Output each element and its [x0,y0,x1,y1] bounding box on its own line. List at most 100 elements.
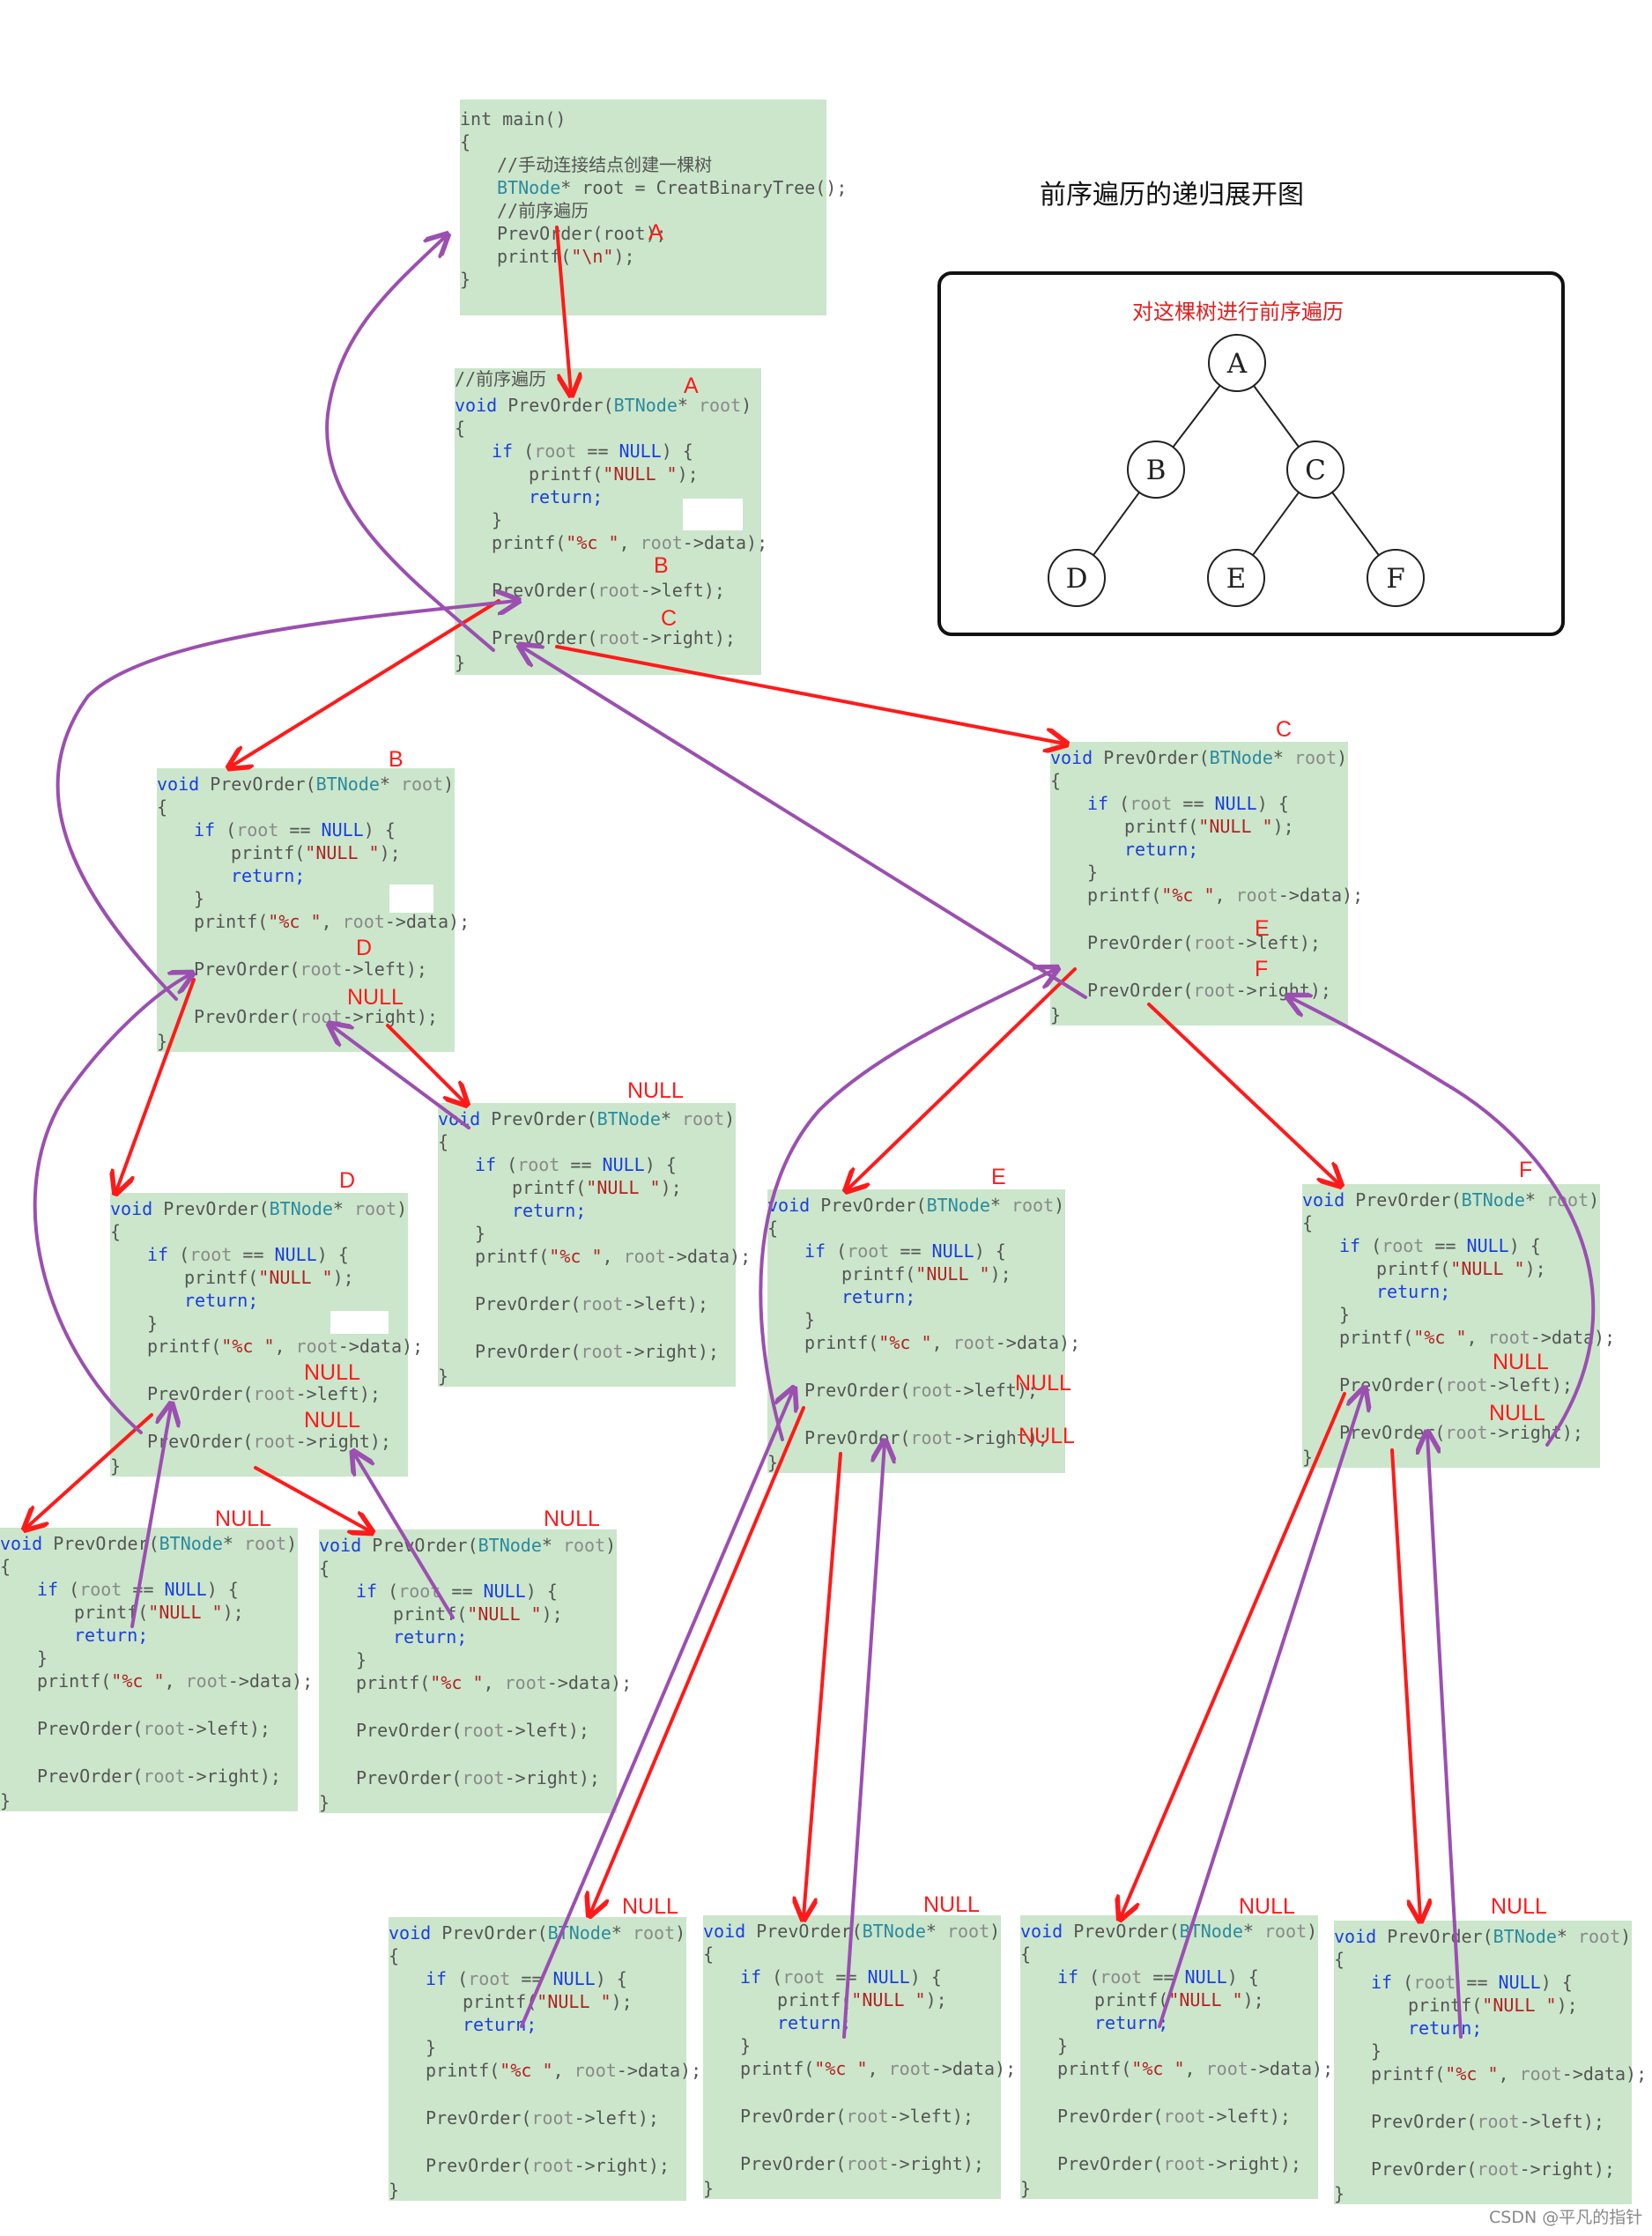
tree-node-label-F: F [1386,563,1405,595]
func-return: return; [393,1626,468,1647]
label-c-call: C [661,606,678,631]
func-return: return; [1124,839,1199,860]
func-call-right: PrevOrder(root->right); [1057,2153,1301,2174]
func-printf-data: printf("%c ", root->data); [426,2060,702,2081]
code-box-prevorder-null-b-right: void PrevOrder(BTNode* root){if (root ==… [438,1103,751,1387]
tree-node-E [1207,549,1265,607]
func-signature: void PrevOrder(BTNode* root) [1334,1926,1632,1947]
code-box-prevorder-null-f-right: void PrevOrder(BTNode* root){if (root ==… [1334,1921,1647,2204]
func-if-close: } [740,2035,752,2056]
func-printf-null: printf("NULL "); [1124,816,1294,837]
tree-edge-B-D [1093,492,1140,556]
label-null-top7: NULL [1491,1894,1547,1919]
func-if-null-check: if (root == NULL) { [1371,1972,1573,1993]
func-if-null-check: if (root == NULL) { [1087,793,1289,814]
func-call-left: PrevOrder(root->left); [492,580,725,601]
func-close-brace: } [1334,2183,1345,2204]
footer-credit: CSDN @平凡的指针 [1489,2208,1643,2227]
white-patch [330,1311,389,1334]
func-printf-data: printf("%c ", root->data); [1371,2063,1648,2084]
func-call-right: PrevOrder(root->right); [475,1341,719,1362]
tree-edge-C-F [1331,492,1380,556]
func-printf-data: printf("%c ", root->data); [492,532,768,553]
main-comment-build: //手动连接结点创建一棵树 [497,154,713,175]
func-call-left: PrevOrder(root->left); [475,1293,708,1314]
func-call-right: PrevOrder(root->right); [37,1766,281,1787]
func-printf-data: printf("%c ", root->data); [37,1670,314,1692]
func-printf-null: printf("NULL "); [529,463,699,485]
func-call-right: PrevOrder(root->right); [1371,2158,1615,2180]
func-if-null-check: if (root == NULL) { [492,441,693,462]
func-if-null-check: if (root == NULL) { [147,1244,349,1265]
tree-node-label-D: D [1066,563,1088,595]
label-null-d-right: NULL [304,1408,360,1433]
func-printf-data: printf("%c ", root->data); [740,2058,1017,2079]
func-close-brace: } [0,1790,11,1811]
main-open-brace: { [460,131,471,152]
tree-node-B [1127,441,1185,499]
func-close-brace: } [438,1366,449,1387]
tree-node-label-B: B [1146,455,1167,486]
tree-edge-A-C [1253,385,1300,448]
func-open-brace: { [1020,1944,1032,1965]
func-open-brace: { [389,1945,400,1966]
label-f-call: F [1255,957,1269,981]
code-box-prevorder-c: void PrevOrder(BTNode* root){if (root ==… [1050,742,1363,1025]
func-printf-data: printf("%c ", root->data); [1057,2058,1334,2079]
diagram-title: 前序遍历的递归展开图 [1040,180,1304,211]
tree-edge-A-B [1172,384,1221,448]
func-printf-null: printf("NULL "); [184,1267,354,1288]
func-if-close: } [356,1649,367,1670]
tree-caption: 对这棵树进行前序遍历 [1132,300,1344,324]
func-return: return; [529,486,604,507]
func-close-brace: } [703,2178,715,2199]
tree-node-F [1367,549,1425,607]
white-patch [683,499,743,530]
label-null-top1: NULL [627,1078,684,1103]
code-box-prevorder-null-e-right: void PrevOrder(BTNode* root){if (root ==… [703,1915,1016,2199]
main-call-preorder: PrevOrder(root); [497,223,667,244]
label-b-call: B [654,553,669,578]
label-null-d-left: NULL [304,1360,360,1385]
func-call-right: PrevOrder(root->right); [426,2155,670,2176]
tree-node-C [1286,441,1345,499]
func-call-left: PrevOrder(root->left); [740,2106,974,2127]
tree-node-label-C: C [1305,455,1326,486]
func-call-left: PrevOrder(root->left); [1371,2111,1604,2132]
label-a-top: A [684,374,699,398]
main-comment-preorder: //前序遍历 [497,200,589,221]
func-close-brace: } [389,2180,400,2201]
func-printf-data: printf("%c ", root->data); [1087,885,1364,906]
func-printf-null: printf("NULL "); [512,1177,682,1198]
tree-node-A [1208,334,1266,392]
main-signature: int main() [460,108,567,130]
main-code-box: int main() { //手动连接结点创建一棵树 BTNode* root … [460,100,847,315]
func-call-left: PrevOrder(root->left); [426,2107,659,2129]
label-d-top: D [339,1168,356,1193]
func-if-close: } [37,1647,48,1669]
func-call-left: PrevOrder(root->left); [37,1718,270,1739]
func-call-left: PrevOrder(root->left); [1087,932,1321,953]
tree-node-label-A: A [1226,348,1248,380]
func-if-close: } [475,1223,486,1244]
func-open-brace: { [438,1131,449,1152]
func-if-close: } [1371,2040,1382,2062]
func-return: return; [74,1625,149,1646]
func-if-close: } [1087,862,1099,883]
func-return: return; [512,1200,587,1221]
label-c-top: C [1276,717,1293,742]
func-if-null-check: if (root == NULL) { [475,1154,677,1175]
func-call-left: PrevOrder(root->left); [1057,2106,1291,2127]
func-open-brace: { [0,1556,11,1577]
func-close-brace: } [1020,2178,1032,2199]
func-printf-data: printf("%c ", root->data); [475,1246,752,1267]
label-a-main: A [648,220,663,245]
tree-node-label-E: E [1226,563,1247,595]
func-call-right: PrevOrder(root->right); [194,1006,438,1027]
label-null-top5: NULL [923,1892,980,1917]
tree-node-D [1048,549,1106,607]
func-return: return; [184,1290,259,1311]
func-open-brace: { [319,1558,330,1579]
